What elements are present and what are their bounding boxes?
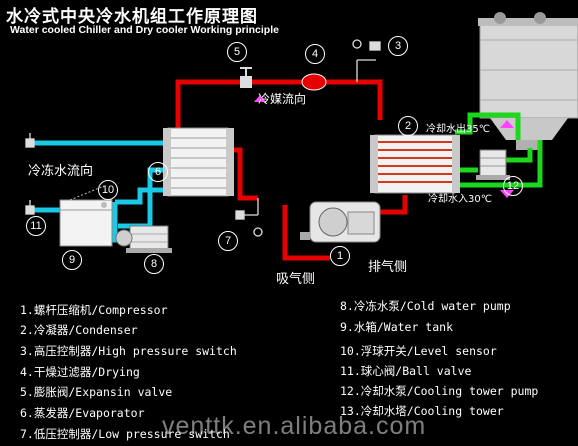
drying-filter	[301, 73, 327, 91]
legend-item: 9.水箱/Water tank	[340, 320, 454, 334]
cooling-tower	[478, 12, 578, 150]
refrigerant-flow-label: 冷媒流向	[258, 92, 307, 106]
legend-item: 11.球心阀/Ball valve	[340, 364, 472, 378]
low-pressure-switch	[235, 198, 263, 237]
legend-item: 10.浮球开关/Level sensor	[340, 344, 497, 358]
compressor	[300, 201, 381, 243]
legend-item: 7.低压控制器/Low pressure switch	[20, 427, 230, 441]
condenser	[370, 134, 460, 194]
marker-12: 12	[503, 176, 523, 196]
legend-item: 12.冷却水泵/Cooling tower pump	[340, 384, 539, 398]
page-title: 水冷式中央冷水机组工作原理图	[6, 7, 258, 27]
legend-item: 5.膨胀阀/Expansin valve	[20, 385, 173, 399]
legend: 1.螺杆压缩机/Compressor 2.冷凝器/Condenser 3.高压控…	[0, 292, 578, 446]
chilled-water-flow-label: 冷冻水流向	[28, 164, 94, 179]
marker-6: 6	[148, 162, 168, 182]
marker-7: 7	[218, 231, 238, 251]
legend-item: 1.螺杆压缩机/Compressor	[20, 303, 168, 317]
legend-item: 6.蒸发器/Evaporator	[20, 406, 145, 420]
evaporator	[163, 127, 234, 197]
schematic	[25, 12, 578, 261]
cooling-water-out-label: 冷却水出35℃	[426, 124, 490, 135]
high-pressure-switch	[352, 39, 381, 82]
marker-3: 3	[388, 36, 408, 56]
discharge-side-label: 排气侧	[368, 260, 408, 275]
marker-1: 1	[330, 246, 350, 266]
cooling-water-in-label: 冷却水入30℃	[428, 194, 492, 205]
legend-item: 13.冷却水塔/Cooling tower	[340, 404, 504, 418]
marker-10: 10	[98, 180, 118, 200]
marker-11: 11	[26, 216, 46, 236]
marker-2: 2	[398, 116, 418, 136]
suction-side-label: 吸气侧	[276, 272, 316, 287]
legend-item: 8.冷冻水泵/Cold water pump	[340, 299, 511, 313]
page-subtitle: Water cooled Chiller and Dry cooler Work…	[10, 24, 279, 36]
legend-item: 4.干燥过滤器/Drying	[20, 365, 140, 379]
ball-valve	[25, 133, 35, 215]
legend-item: 2.冷凝器/Condenser	[20, 323, 138, 337]
cold-water-pump	[115, 225, 172, 253]
legend-item: 3.高压控制器/High pressure switch	[20, 344, 237, 358]
expansion-valve	[240, 67, 252, 88]
cooling-water-pipes	[448, 112, 543, 188]
marker-9: 9	[62, 250, 82, 270]
marker-4: 4	[305, 44, 325, 64]
water-tank	[59, 185, 113, 247]
cooling-tower-pump	[476, 149, 510, 180]
marker-5: 5	[227, 42, 247, 62]
watermark: venttk.en.alibaba.com	[162, 412, 427, 440]
marker-8: 8	[144, 254, 164, 274]
